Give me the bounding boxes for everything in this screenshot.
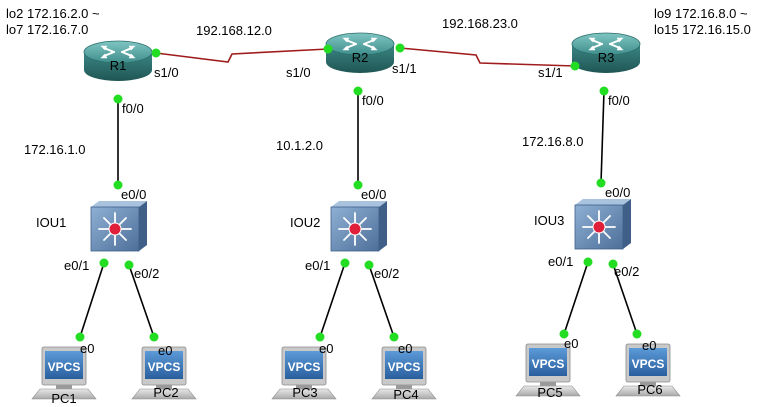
- pc-label-pc3: PC3: [292, 385, 317, 400]
- if-label-r2-s1-0: s1/0: [286, 65, 311, 80]
- link-dot: [315, 332, 325, 342]
- link-dot: [323, 44, 333, 54]
- if-label-iou1-e0-1: e0/1: [64, 258, 89, 273]
- pc-label-pc4: PC4: [393, 387, 418, 402]
- links: [79, 47, 638, 338]
- r1-loopback-line2: lo7 172.16.7.0: [6, 22, 88, 37]
- vpcs-screen-label: VPCS: [148, 360, 181, 374]
- if-label-iou2-e0-0: e0/0: [361, 187, 386, 202]
- link-iou2-pc4[interactable]: [368, 264, 395, 338]
- if-label-iou3-e0-1: e0/1: [548, 254, 573, 269]
- pc-label-pc6: PC6: [637, 382, 662, 397]
- link-dot: [570, 61, 580, 71]
- vpcs-screen-label: VPCS: [388, 360, 421, 374]
- if-label-r2-s1-1: s1/1: [392, 61, 417, 76]
- switch-label-iou2: IOU2: [290, 215, 320, 230]
- link-dot: [124, 260, 134, 270]
- link-dot: [99, 258, 109, 268]
- switch-label-iou1: IOU1: [36, 215, 66, 230]
- interface-labels: s1/0 s1/0 s1/1 s1/1 f0/0 f0/0 f0/0 e0/0 …: [64, 61, 656, 358]
- network-label-r1-r2: 192.168.12.0: [196, 23, 272, 38]
- if-label-iou2-e0-1: e0/1: [305, 258, 330, 273]
- link-dot: [113, 180, 123, 190]
- link-dot: [596, 178, 606, 188]
- pc-pc1[interactable]: VPCS: [31, 346, 97, 400]
- switch-iou3[interactable]: [574, 198, 632, 250]
- if-label-r1-f0-0: f0/0: [122, 101, 144, 116]
- link-iou1-pc1[interactable]: [79, 262, 105, 338]
- link-dot: [353, 180, 363, 190]
- link-dot: [75, 332, 85, 342]
- vpcs-screen-label: VPCS: [532, 357, 565, 371]
- pc-label-pc5: PC5: [537, 385, 562, 400]
- network-label-lan2: 10.1.2.0: [276, 138, 323, 153]
- if-label-iou3-e0-2: e0/2: [614, 264, 639, 279]
- link-dot: [149, 332, 159, 342]
- vpcs-screen-label: VPCS: [632, 357, 665, 371]
- link-iou2-pc3[interactable]: [319, 262, 346, 338]
- network-label-lan3: 172.16.8.0: [522, 134, 583, 149]
- network-label-lan1: 172.16.1.0: [24, 142, 85, 157]
- if-label-iou3-e0-0: e0/0: [605, 185, 630, 200]
- link-dot: [364, 260, 374, 270]
- pc-pc4[interactable]: VPCS: [371, 346, 437, 400]
- router-r2[interactable]: R2: [325, 32, 395, 74]
- pc-pc5[interactable]: VPCS: [515, 343, 581, 397]
- switch-icon: [574, 198, 632, 250]
- if-label-iou1-e0-0: e0/0: [121, 187, 146, 202]
- r3-loopback-line2: lo15 172.16.15.0: [654, 22, 751, 37]
- link-iou3-pc5[interactable]: [563, 261, 589, 335]
- router-label: R2: [352, 50, 369, 65]
- router-label: R3: [598, 50, 615, 65]
- switch-iou1[interactable]: [90, 200, 148, 252]
- if-label-pc1-e0: e0: [80, 341, 94, 356]
- if-label-r1-s1-0: s1/0: [154, 65, 179, 80]
- link-dot: [395, 43, 405, 53]
- router-r3[interactable]: R3: [571, 32, 641, 74]
- if-label-r3-s1-1: s1/1: [538, 65, 563, 80]
- switch-label-iou3: IOU3: [534, 213, 564, 228]
- link-endpoints: [75, 43, 642, 342]
- link-dot: [113, 94, 123, 104]
- serial-link-r1-r2[interactable]: [155, 48, 329, 63]
- switch-icon: [90, 200, 148, 252]
- link-dot: [583, 257, 593, 267]
- if-label-iou2-e0-2: e0/2: [374, 266, 399, 281]
- link-iou3-pc6[interactable]: [612, 263, 638, 335]
- r1-loopback-line1: lo2 172.16.2.0 ~: [6, 6, 100, 21]
- link-dot: [340, 258, 350, 268]
- vpcs-screen-label: VPCS: [48, 360, 81, 374]
- if-label-pc2-e0: e0: [158, 343, 172, 358]
- pc-label-pc1: PC1: [51, 391, 76, 406]
- if-label-pc5-e0: e0: [564, 336, 578, 351]
- link-dot: [632, 329, 642, 339]
- link-dot: [599, 86, 609, 96]
- pc-pc6[interactable]: VPCS: [615, 343, 681, 397]
- if-label-r3-f0-0: f0/0: [608, 93, 630, 108]
- if-label-pc6-e0: e0: [642, 338, 656, 353]
- switch-iou2[interactable]: [330, 200, 388, 252]
- if-label-pc4-e0: e0: [398, 341, 412, 356]
- link-dot: [389, 332, 399, 342]
- if-label-iou1-e0-2: e0/2: [134, 266, 159, 281]
- pc-pc3[interactable]: VPCS: [271, 346, 337, 400]
- link-r3-iou3[interactable]: [600, 90, 605, 184]
- link-dot: [559, 329, 569, 339]
- network-label-r2-r3: 192.168.23.0: [442, 16, 518, 31]
- pc-pc2[interactable]: VPCS: [131, 346, 197, 400]
- vpcs-screen-label: VPCS: [288, 360, 321, 374]
- link-dot: [353, 86, 363, 96]
- link-dot: [608, 259, 618, 269]
- pc-label-pc2: PC2: [153, 385, 178, 400]
- if-label-pc3-e0: e0: [319, 341, 333, 356]
- router-label: R1: [110, 58, 127, 73]
- serial-link-r2-r3[interactable]: [399, 47, 576, 67]
- r3-loopback-line1: lo9 172.16.8.0 ~: [654, 6, 748, 21]
- switch-icon: [330, 200, 388, 252]
- router-r1[interactable]: R1: [83, 40, 153, 82]
- link-iou1-pc2[interactable]: [128, 264, 155, 338]
- if-label-r2-f0-0: f0/0: [362, 93, 384, 108]
- link-dot: [151, 48, 161, 58]
